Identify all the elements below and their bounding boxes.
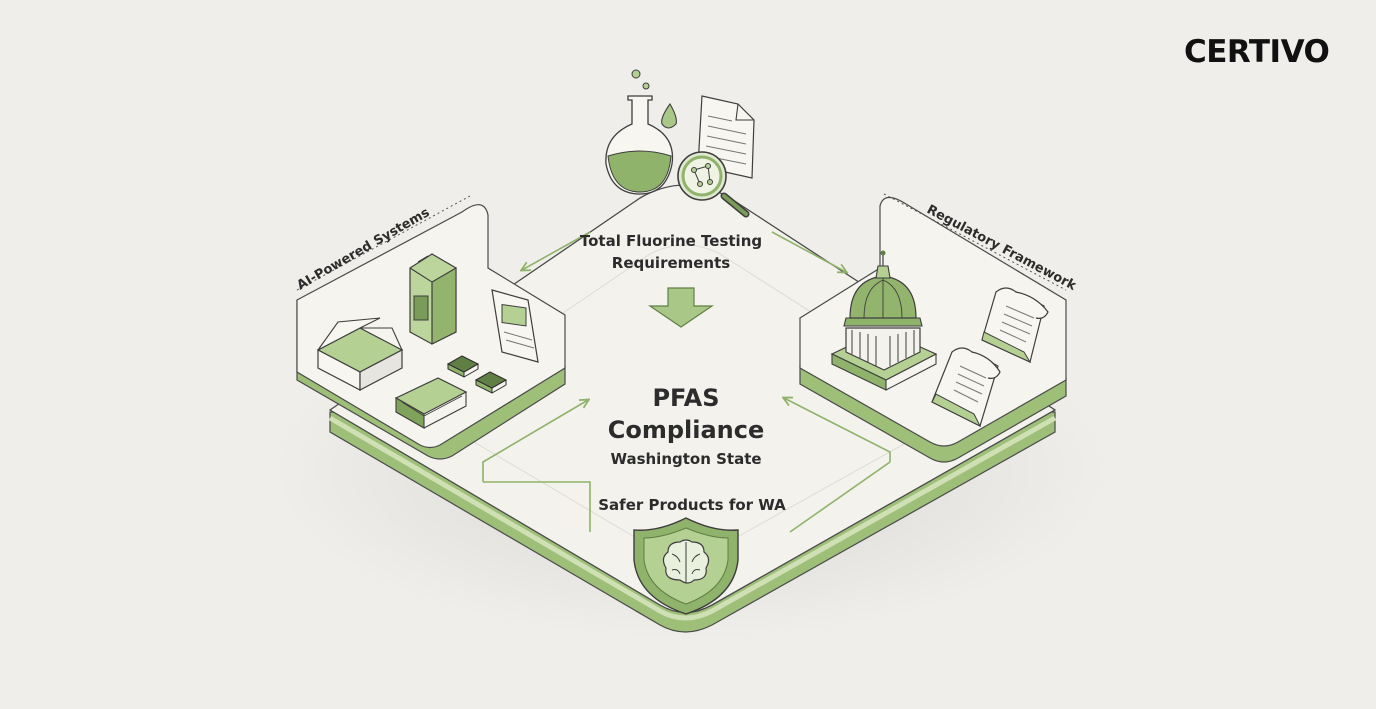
- arrow-left-loop: [482, 400, 588, 482]
- center-title-line1: PFAS: [652, 384, 719, 412]
- left-panel: AI-Powered Systems: [295, 195, 566, 460]
- arrow-to-left: [522, 231, 591, 270]
- arrow-to-right: [771, 231, 846, 272]
- chip-icon: [446, 355, 480, 378]
- carton-icon: [409, 253, 457, 345]
- center-subtitle: Washington State: [610, 450, 761, 468]
- arrow-right-base: [789, 461, 891, 533]
- open-box-icon: [316, 317, 404, 391]
- flow-arrows: [482, 231, 891, 533]
- scroll-document-icon: [981, 287, 1049, 364]
- top-label-line2: Requirements: [612, 254, 731, 272]
- droplet-icon: [661, 102, 677, 129]
- top-label-line1: Total Fluorine Testing: [580, 232, 762, 250]
- chip-icon: [474, 371, 508, 394]
- shield-brain-icon: [633, 517, 739, 615]
- magnifier-icon: [677, 151, 750, 218]
- document-icon: [491, 289, 539, 363]
- center-title-line2: Compliance: [608, 416, 765, 444]
- bottom-label: Safer Products for WA: [598, 496, 786, 514]
- arrow-right-loop: [784, 398, 891, 462]
- arrow-left-base: [483, 481, 591, 532]
- flask-icon: [605, 69, 674, 195]
- lab-icons: [605, 69, 755, 218]
- capitol-building-icon: [830, 250, 938, 391]
- fabric-stack-icon: [394, 377, 468, 429]
- scroll-document-icon: [931, 347, 1001, 428]
- certivo-logo: CERTIVO: [1184, 34, 1330, 70]
- down-arrow-icon: [648, 287, 714, 328]
